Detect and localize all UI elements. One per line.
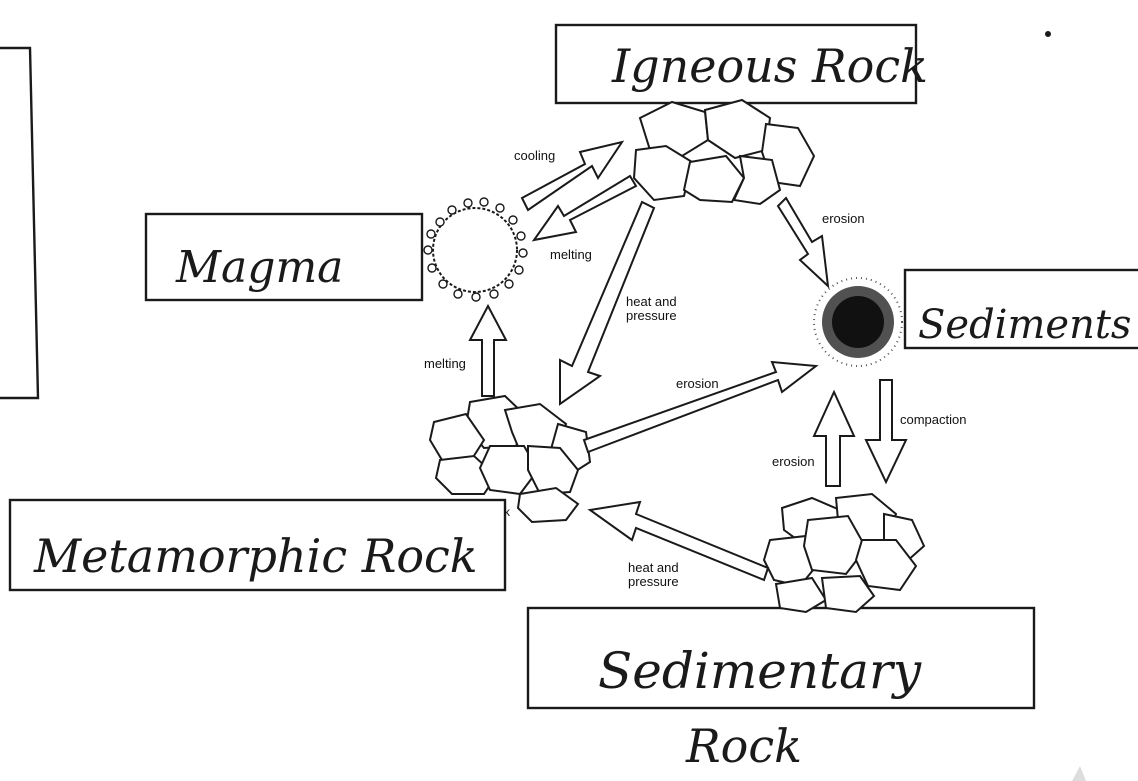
process-heat-pressure-top-line1: heat and bbox=[626, 294, 677, 309]
sedimentary-rock-icon bbox=[762, 492, 926, 614]
empty-answer-box bbox=[0, 46, 40, 400]
process-heat-pressure-bottom-line1: heat and bbox=[628, 560, 679, 575]
metamorphic-rock-icon bbox=[428, 394, 592, 524]
process-melting-top-label: melting bbox=[550, 247, 592, 262]
metamorphic-rock-box bbox=[8, 498, 507, 592]
sediments-label: Sediments bbox=[918, 302, 1131, 348]
arrow-heat-pressure-bottom bbox=[587, 500, 770, 582]
igneous-rock-label: Igneous Rock bbox=[611, 39, 928, 93]
arrow-erosion-middle bbox=[582, 360, 819, 454]
arrow-compaction bbox=[864, 379, 908, 485]
arrow-melting-left bbox=[468, 303, 508, 397]
process-erosion-bottom-label: erosion bbox=[772, 454, 815, 469]
arrow-erosion-bottom bbox=[812, 389, 856, 487]
arrow-melting-top bbox=[531, 174, 638, 242]
magma-box bbox=[144, 212, 424, 302]
arrow-erosion-top bbox=[776, 196, 830, 289]
sediments-icon bbox=[813, 277, 903, 367]
process-erosion-middle-label: erosion bbox=[676, 376, 719, 391]
process-heat-pressure-top-line2: pressure bbox=[626, 308, 677, 323]
process-heat-pressure-bottom-line2: pressure bbox=[628, 574, 679, 589]
sediments-box bbox=[903, 268, 1138, 350]
sedimentary-rock-label-line1: Sedimentary bbox=[598, 642, 922, 700]
arrow-heat-pressure-top bbox=[559, 200, 656, 406]
stray-dot bbox=[1045, 31, 1051, 37]
magma-icon bbox=[423, 197, 528, 302]
process-compaction-label: compaction bbox=[900, 412, 966, 427]
metamorphic-rock-label: Metamorphic Rock bbox=[33, 529, 478, 583]
sedimentary-rock-label-line2: Rock bbox=[685, 719, 802, 773]
arrow-cooling bbox=[520, 140, 625, 212]
igneous-rock-icon bbox=[632, 98, 816, 206]
magma-label: Magma bbox=[175, 242, 343, 293]
stray-k-label: k bbox=[504, 505, 511, 519]
process-melting-left-label: melting bbox=[424, 356, 466, 371]
pencil-mark bbox=[1072, 766, 1086, 781]
process-cooling-label: cooling bbox=[514, 148, 555, 163]
process-erosion-top-label: erosion bbox=[822, 211, 865, 226]
